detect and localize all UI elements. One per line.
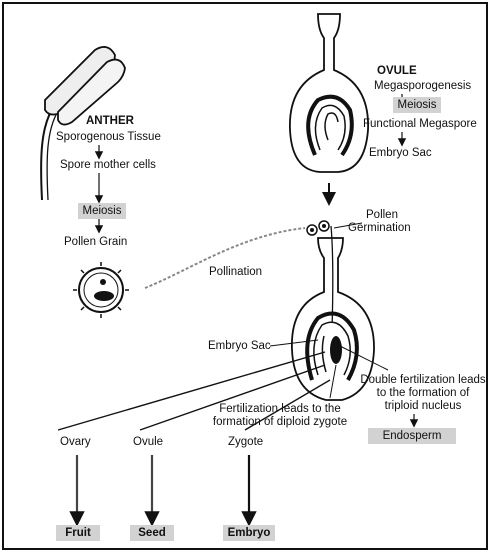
diagram-border — [2, 2, 488, 550]
pollination-label: Pollination — [209, 266, 263, 278]
seed-box: Seed — [130, 525, 174, 541]
embryo-sac-label: Embryo Sac — [208, 340, 271, 352]
spore-mother-cells-label: Spore mother cells — [60, 159, 156, 171]
megasporogenesis-label: Megasporogenesis — [374, 80, 472, 92]
pollen-label: Pollen — [366, 209, 398, 221]
pollination-path — [144, 227, 306, 289]
zygote-label: Zygote — [228, 436, 264, 448]
line-to-ovule — [139, 364, 326, 431]
double-fertilization-line-1: Double fertilization leads — [360, 374, 486, 386]
sporogenous-tissue-label: Sporogenous Tissue — [56, 131, 161, 143]
pollen-label-line — [333, 222, 363, 229]
fertilization-line — [329, 364, 337, 399]
line-to-zygote — [244, 379, 331, 431]
double-fertilization-line-2: to the formation of — [376, 387, 470, 399]
fertilization-line-1: Fertilization leads to the — [219, 403, 341, 415]
anther-illustration — [40, 46, 126, 201]
line-to-ovary — [57, 351, 326, 431]
fertilization-line-2: formation of diploid zygote — [212, 416, 348, 428]
pollen-grain-illustration — [73, 262, 129, 318]
anther-title: ANTHER — [86, 115, 134, 127]
embryo-box: Embryo — [223, 525, 275, 541]
meiosis-box-anther: Meiosis — [78, 203, 126, 219]
ovule-bottom-label: Ovule — [133, 436, 164, 448]
meiosis-box-ovule: Meiosis — [393, 97, 441, 113]
pollen-grain-label: Pollen Grain — [64, 236, 128, 248]
embryo-sac-top-label: Embryo Sac — [369, 147, 432, 159]
endosperm-box: Endosperm — [368, 428, 456, 444]
ovule-title: OVULE — [377, 65, 417, 77]
ovule-illustration-top — [289, 13, 369, 173]
double-fertilization-line-3: triploid nucleus — [384, 400, 462, 412]
ovary-label: Ovary — [60, 436, 91, 448]
double-fertilization-line — [339, 345, 389, 371]
functional-megaspore-label: Functional Megaspore — [363, 118, 477, 130]
germination-label: Germination — [348, 222, 411, 234]
embryo-sac-label-line — [269, 339, 319, 347]
fruit-box: Fruit — [56, 525, 100, 541]
